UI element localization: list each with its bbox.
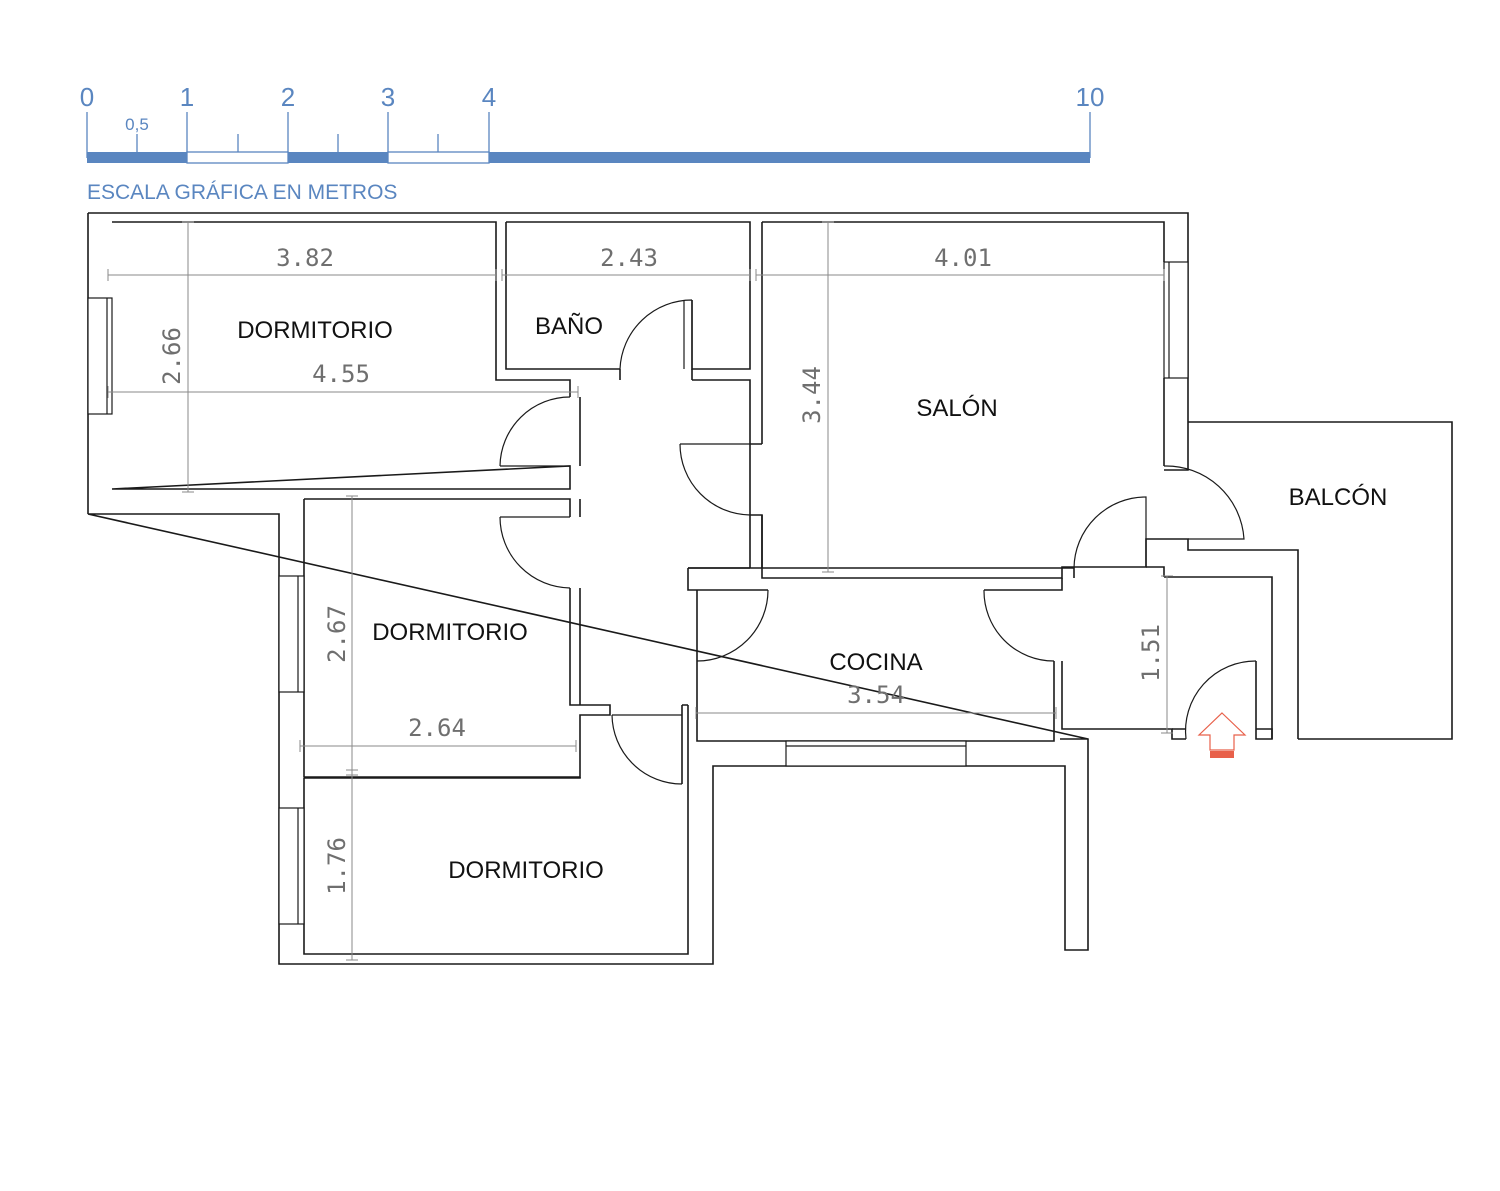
door-entrance — [1184, 660, 1257, 740]
door-salon — [679, 443, 751, 516]
room-dormitorio-1: DORMITORIO — [87, 221, 571, 490]
room-label-cocina: COCINA — [829, 649, 922, 676]
scale-tick-0: 0 — [80, 82, 94, 112]
dim-d2-width: 2.64 — [408, 714, 466, 742]
room-balcon: BALCÓN — [1289, 484, 1388, 511]
door-cocina-right — [983, 589, 1055, 662]
scale-title: ESCALA GRÁFICA EN METROS — [87, 181, 397, 204]
scale-tick-10: 10 — [1076, 82, 1105, 112]
scale-half-label: 0,5 — [125, 115, 149, 134]
scale-segment-dark-3 — [489, 152, 1090, 163]
room-label-bano: BAÑO — [535, 313, 603, 340]
scale-tick-lines — [86, 112, 1091, 158]
window-d3 — [278, 807, 305, 925]
room-dormitorio-3: DORMITORIO — [278, 705, 689, 955]
room-dormitorio-2: DORMITORIO — [278, 498, 611, 778]
room-bano: BAÑO — [505, 221, 751, 380]
scale-tick-1: 1 — [180, 82, 194, 112]
dim-d1-inner: 4.55 — [312, 360, 370, 388]
room-label-dormitorio-3: DORMITORIO — [448, 857, 604, 884]
room-label-dormitorio-1: DORMITORIO — [237, 317, 393, 344]
dimension-labels: 3.82 2.43 4.01 4.55 2.64 3.54 2.66 3.44 … — [158, 244, 1165, 895]
room-label-balcon: BALCÓN — [1289, 484, 1388, 511]
door-dormitorio-1 — [499, 396, 571, 467]
room-cocina: COCINA — [687, 567, 1075, 767]
dim-d2-height: 2.67 — [323, 605, 351, 663]
door-balcon — [1163, 465, 1245, 540]
graphic-scale: 0 1 2 3 4 10 0,5 ESCALA GRÁFICA EN METRO… — [80, 82, 1105, 204]
room-label-salon: SALÓN — [916, 395, 997, 422]
dim-salon-height: 3.44 — [798, 366, 826, 424]
dim-d1-width: 3.82 — [276, 244, 334, 272]
door-bano — [619, 299, 693, 370]
window-cocina — [785, 740, 967, 767]
scale-segment-dark-2 — [288, 152, 388, 163]
dim-d3-height: 1.76 — [323, 837, 351, 895]
dim-bano-width: 2.43 — [600, 244, 658, 272]
entrance-arrow-icon — [1197, 712, 1247, 758]
scale-tick-2: 2 — [281, 82, 295, 112]
scale-segment-light-1 — [186, 151, 289, 164]
scale-segment-dark-1 — [87, 152, 187, 163]
door-cocina-left — [696, 589, 769, 662]
room-entrance-hall — [1061, 566, 1273, 740]
scale-tick-4: 4 — [482, 82, 496, 112]
doors — [499, 299, 1257, 785]
door-hall-salon — [1073, 496, 1147, 569]
room-label-dormitorio-2: DORMITORIO — [372, 619, 528, 646]
dim-hall-height: 1.51 — [1137, 624, 1165, 682]
corridor-walls — [579, 369, 763, 784]
room-salon: SALÓN — [761, 221, 1189, 579]
window-salon — [1163, 261, 1189, 379]
dim-salon-width: 4.01 — [934, 244, 992, 272]
dim-cocina-width: 3.54 — [847, 681, 905, 709]
dim-d1-height: 2.66 — [158, 327, 186, 385]
scale-segment-light-2 — [387, 151, 490, 164]
door-dormitorio-2 — [499, 516, 571, 589]
window-d2 — [278, 575, 305, 693]
dimension-lines — [107, 221, 1173, 961]
scale-tick-3: 3 — [381, 82, 395, 112]
door-dormitorio-3 — [611, 714, 683, 785]
